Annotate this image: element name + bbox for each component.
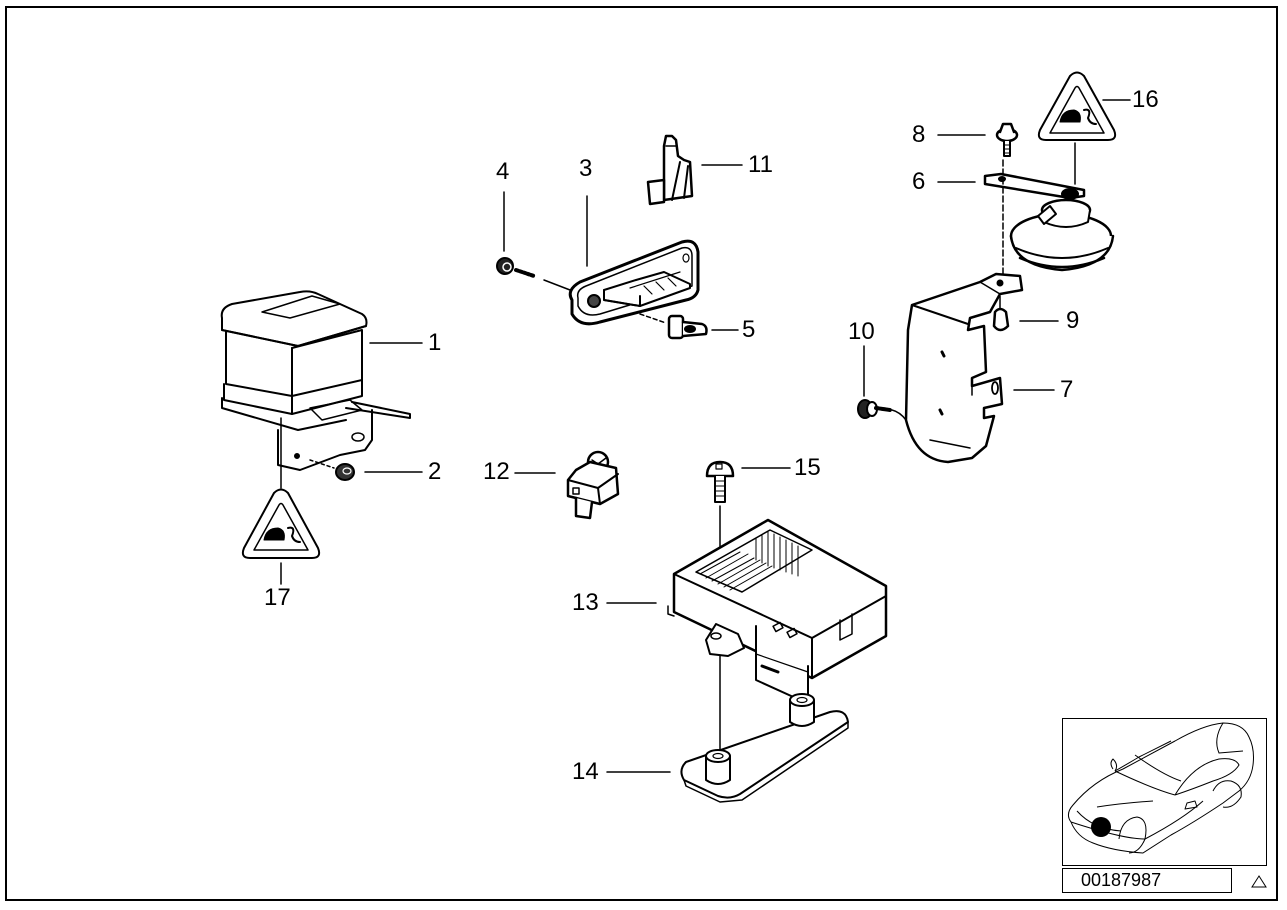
- callout-14[interactable]: 14: [572, 758, 599, 785]
- car-location-icon: [1067, 722, 1254, 854]
- document-number: 00187987: [1062, 868, 1232, 893]
- relay-box-icon[interactable]: [220, 290, 411, 471]
- warning-triangle-icon[interactable]: [241, 488, 321, 559]
- callout-13[interactable]: 13: [572, 589, 599, 616]
- callout-1[interactable]: 1: [428, 329, 442, 356]
- warning-triangle-icon[interactable]: [1037, 71, 1117, 141]
- callout-9[interactable]: 9: [1066, 307, 1080, 334]
- callout-10[interactable]: 10: [848, 318, 875, 345]
- callout-4[interactable]: 4: [496, 158, 510, 185]
- nut-icon[interactable]: [992, 295, 1010, 332]
- horn-icon[interactable]: [1009, 188, 1115, 272]
- nut-icon[interactable]: [309, 459, 355, 481]
- callout-3[interactable]: 3: [579, 155, 593, 182]
- control-unit-icon[interactable]: [667, 518, 888, 701]
- screw-icon[interactable]: [705, 460, 735, 503]
- car-location-thumbnail: [1062, 718, 1267, 866]
- connector-icon[interactable]: [646, 134, 694, 206]
- callout-11[interactable]: 11: [748, 151, 773, 178]
- callout-8[interactable]: 8: [912, 121, 926, 148]
- callout-2[interactable]: 2: [428, 458, 442, 485]
- callout-16[interactable]: 16: [1132, 86, 1159, 113]
- callout-15[interactable]: 15: [794, 454, 821, 481]
- screw-icon[interactable]: [496, 257, 571, 291]
- callout-6[interactable]: 6: [912, 168, 926, 195]
- callout-7[interactable]: 7: [1060, 376, 1074, 403]
- bolt-icon[interactable]: [995, 122, 1019, 157]
- plate-icon[interactable]: [680, 693, 849, 803]
- screw-icon[interactable]: [857, 399, 907, 421]
- bracket-icon[interactable]: [904, 272, 1024, 464]
- callout-5[interactable]: 5: [742, 316, 756, 343]
- warning-triangle-icon: [1251, 875, 1267, 888]
- location-marker: [1091, 817, 1111, 837]
- diagram-frame: [5, 6, 1278, 901]
- callout-12[interactable]: 12: [483, 458, 510, 485]
- sensor-icon[interactable]: [566, 450, 620, 520]
- callout-17[interactable]: 17: [264, 584, 291, 611]
- switch-housing-icon[interactable]: [568, 239, 700, 326]
- clip-icon[interactable]: [639, 313, 708, 340]
